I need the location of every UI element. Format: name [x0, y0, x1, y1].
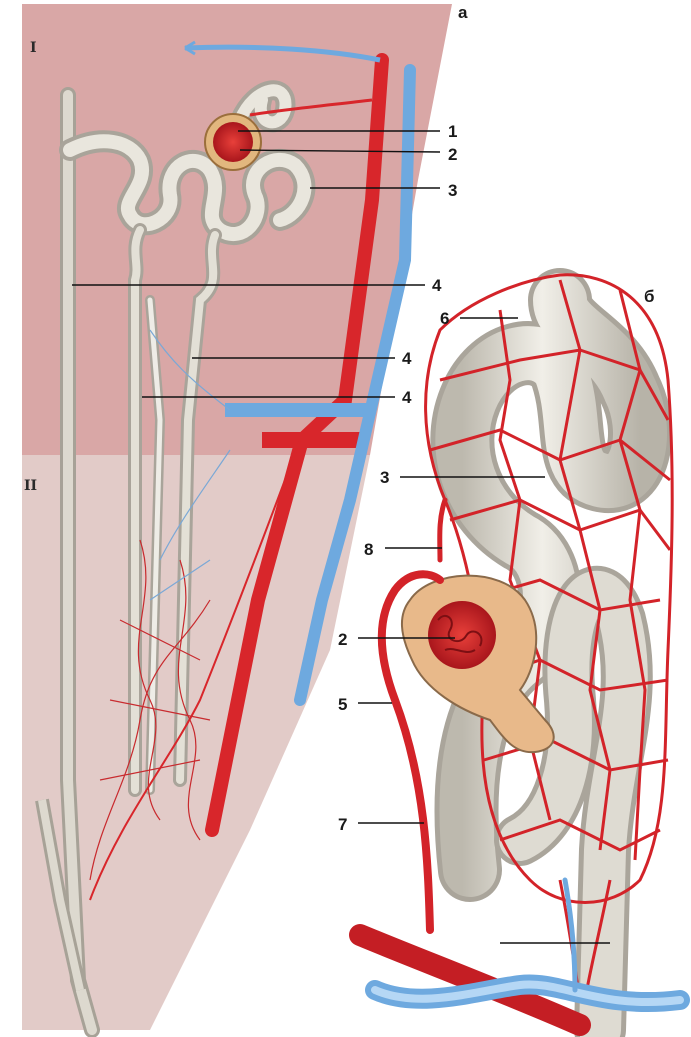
label-3: 3 — [448, 181, 457, 200]
label-5: 5 — [338, 695, 347, 714]
label-2: 2 — [448, 145, 457, 164]
arterioles — [382, 500, 445, 930]
panel-a — [22, 4, 452, 1030]
label-8: 8 — [364, 540, 373, 559]
label-medulla-roman: II — [24, 478, 37, 494]
label-2b: 2 — [338, 630, 347, 649]
label-panel-a: a — [458, 3, 468, 22]
glomerulus-a — [205, 114, 261, 170]
label-6: 6 — [440, 309, 449, 328]
label-1: 1 — [448, 122, 457, 141]
label-7: 7 — [338, 815, 347, 834]
label-4a: 4 — [432, 276, 442, 295]
label-4b: 4 — [402, 349, 412, 368]
label-panel-b: б — [644, 287, 655, 306]
label-cortex-roman: I — [30, 40, 37, 56]
arcuate-vessels — [360, 880, 680, 1025]
label-4c: 4 — [402, 388, 412, 407]
label-3b: 3 — [380, 468, 389, 487]
